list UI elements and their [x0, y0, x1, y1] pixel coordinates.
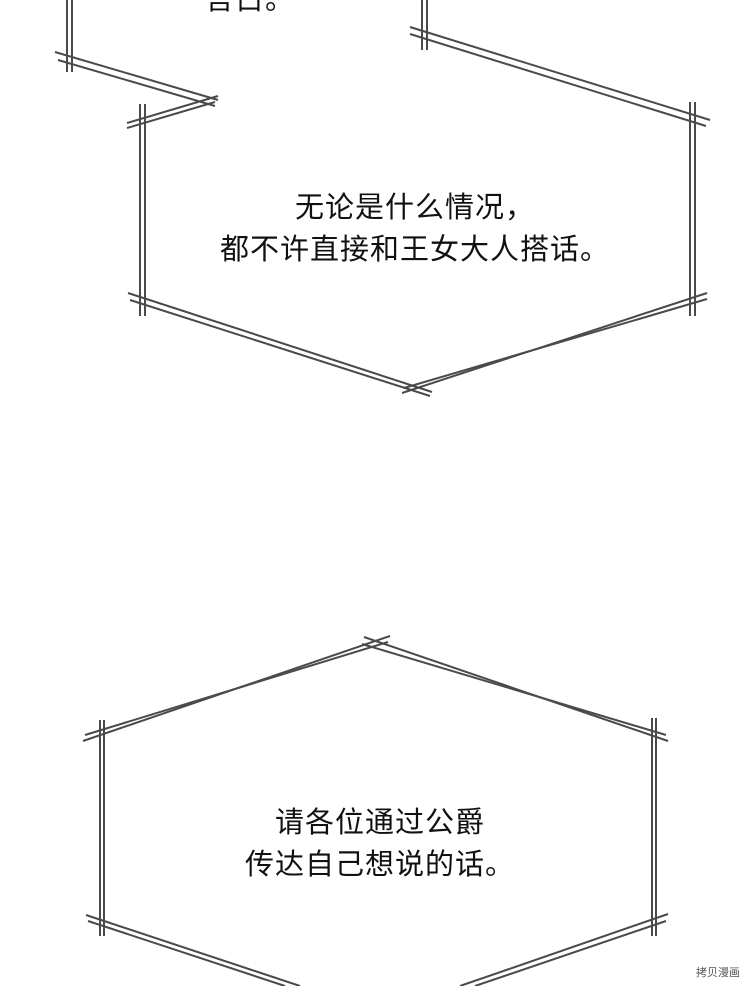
bubble-two-text: 请各位通过公爵 传达自己想说的话。 — [100, 801, 660, 885]
bubble-one-frame — [126, 95, 708, 397]
bubble-two-line-1: 请各位通过公爵 — [274, 805, 485, 839]
top-caption-fragment: 言占。 — [205, 0, 295, 20]
bubble-two-frame — [82, 635, 669, 986]
bubble-two-line-2: 传达自己想说的话。 — [244, 847, 515, 881]
bubble-one-text: 无论是什么情况， 都不许直接和王女大人搭话。 — [140, 186, 690, 270]
top-bubble-frame — [54, 0, 711, 127]
watermark: 拷贝漫画 — [696, 966, 740, 979]
bubble-one-line-2: 都不许直接和王女大人搭话。 — [219, 232, 610, 266]
bubble-one-line-1: 无论是什么情况， — [294, 190, 535, 224]
